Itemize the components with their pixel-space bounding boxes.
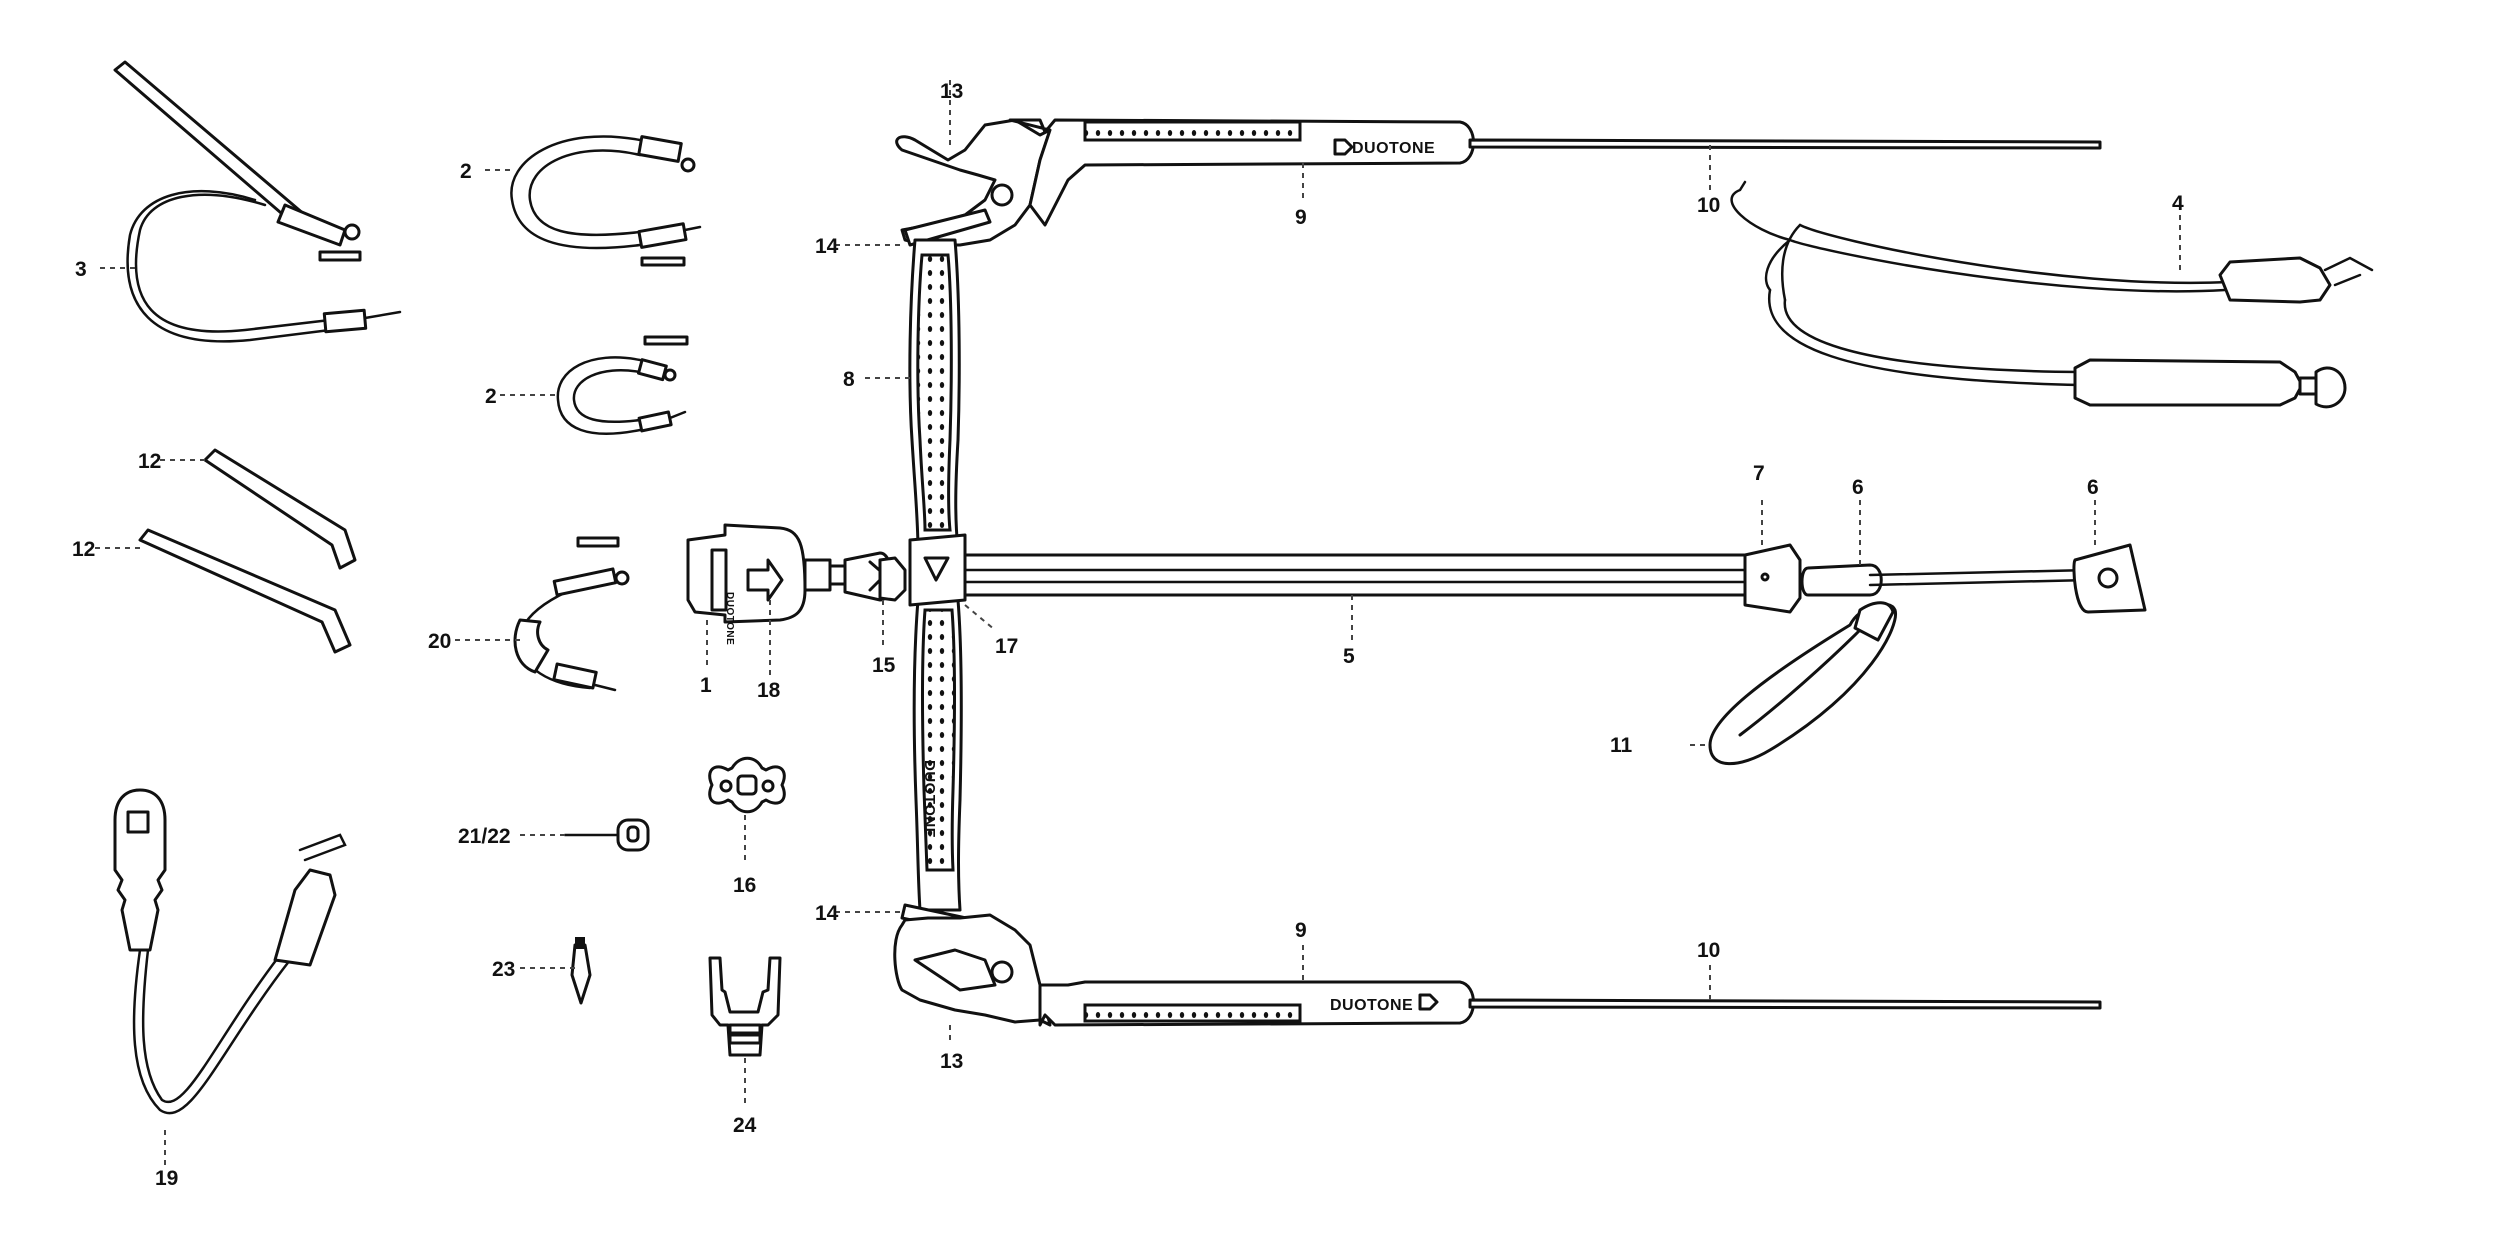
callout-4: 4 <box>2172 192 2184 215</box>
callout-17: 17 <box>995 635 1018 658</box>
part-16-depower-stopper <box>708 756 786 814</box>
callout-7: 7 <box>1753 462 1765 485</box>
callout-2-lower: 2 <box>485 385 497 408</box>
part-11-depower-handle <box>1708 601 1898 766</box>
callout-14-bottom: 14 <box>815 902 839 925</box>
part-12-upper-extension <box>203 448 357 570</box>
callout-9-bottom: 9 <box>1295 919 1307 942</box>
brand-logo-bar: DUOTONE <box>921 760 938 838</box>
part-19-safety-leash <box>113 788 347 1115</box>
part-10-top-line <box>1468 138 2102 150</box>
callout-10-bottom: 10 <box>1697 939 1720 962</box>
part-15-swivel <box>878 556 907 602</box>
part-2-lower-pigtail <box>556 335 689 435</box>
callout-23: 23 <box>492 958 515 981</box>
part-8-bar-grip <box>908 238 963 912</box>
callout-1: 1 <box>700 674 712 697</box>
part-13-bottom-bar-end <box>893 913 1052 1027</box>
part-23-pin <box>570 937 592 1005</box>
callout-6-stopper: 6 <box>2087 476 2099 499</box>
part-2-upper-pigtail <box>510 135 702 267</box>
callout-5: 5 <box>1343 645 1355 668</box>
part-6-cleat <box>1800 563 2092 597</box>
callout-18: 18 <box>757 679 781 702</box>
callout-10-top: 10 <box>1697 194 1720 217</box>
part-10-bottom-line <box>1468 998 2102 1010</box>
callout-9-top: 9 <box>1295 206 1307 229</box>
callout-15: 15 <box>872 654 896 677</box>
callout-8: 8 <box>843 368 855 391</box>
brand-logo-quick-release: DUOTONE <box>724 592 735 645</box>
part-24-clip <box>708 956 782 1057</box>
callout-19: 19 <box>155 1167 178 1190</box>
part-20-trim-line-pigtail <box>513 536 630 692</box>
brand-logo-top: DUOTONE <box>1352 140 1435 157</box>
part-17-center-hub <box>908 533 967 607</box>
callout-3: 3 <box>75 258 87 281</box>
part-7-adjuster <box>1743 543 1802 614</box>
callout-12-lower: 12 <box>72 538 95 561</box>
part-1-quick-release <box>686 523 893 624</box>
part-6-end-stopper <box>2072 543 2147 614</box>
part-21-22-key <box>563 818 650 852</box>
callout-12-upper: 12 <box>138 450 161 473</box>
callout-11: 11 <box>1610 734 1633 757</box>
callout-14-top: 14 <box>815 235 839 258</box>
callout-24: 24 <box>733 1114 757 1137</box>
part-12-lower-extension <box>138 528 352 654</box>
part-14-top-bar-cap <box>903 208 992 247</box>
callout-6-cleat: 6 <box>1852 476 1864 499</box>
callout-2-upper: 2 <box>460 160 472 183</box>
callout-16: 16 <box>733 874 756 897</box>
part-5-depower-line <box>963 553 1752 597</box>
leader-lines <box>95 80 2181 1165</box>
callout-13-top: 13 <box>940 80 963 103</box>
callout-13-bottom: 13 <box>940 1050 963 1073</box>
callout-21-22: 21/22 <box>458 825 511 848</box>
brand-logo-bottom: DUOTONE <box>1330 997 1413 1014</box>
part-4-leash <box>1730 180 2374 409</box>
part-9-bottom-grip <box>1038 980 1475 1027</box>
callout-20: 20 <box>428 630 451 653</box>
part-9-top-grip <box>1008 118 1475 227</box>
part-3-leash-with-tool <box>113 60 402 343</box>
